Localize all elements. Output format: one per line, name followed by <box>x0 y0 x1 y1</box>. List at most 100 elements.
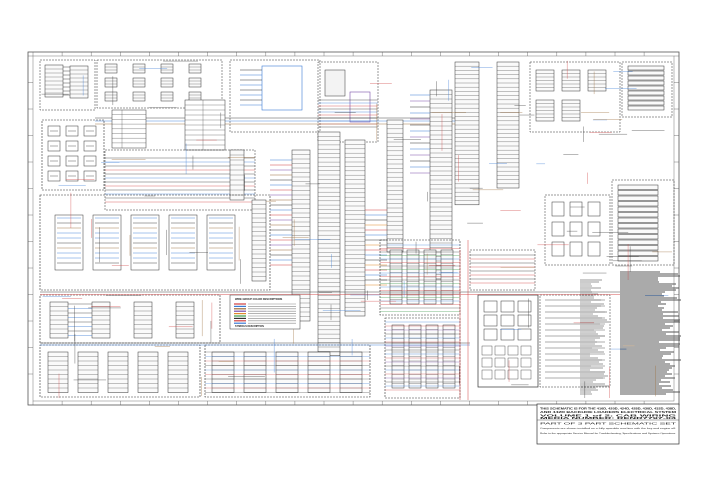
component-box <box>621 61 673 118</box>
connector-block <box>617 201 659 207</box>
symbol-table <box>111 109 147 149</box>
connector-block <box>617 228 659 234</box>
connector-block <box>132 91 146 102</box>
switch-component <box>569 201 583 217</box>
title-block-line4: MEDIA NUMBER: RENR7797-03 <box>540 417 679 420</box>
fuse-panel <box>41 119 105 191</box>
connector-block <box>617 190 659 196</box>
switch-component <box>349 91 371 123</box>
connector-block <box>627 85 665 91</box>
keypad-button <box>494 345 506 356</box>
keypad-button <box>494 369 506 380</box>
keypad-button <box>517 314 532 327</box>
keypad-button <box>517 328 532 341</box>
connector-block <box>627 70 665 76</box>
connector-block <box>617 245 659 251</box>
connector-block <box>107 351 129 393</box>
keypad-button <box>517 300 532 313</box>
switch-component <box>324 69 346 97</box>
switch-component <box>551 241 565 257</box>
switch-component <box>569 221 583 237</box>
switch-component <box>551 221 565 237</box>
component-box <box>539 294 611 388</box>
keypad-button <box>481 345 493 356</box>
keypad-button <box>494 357 506 368</box>
connector-block <box>627 105 665 111</box>
connector-block <box>77 351 99 393</box>
relay-module <box>261 65 303 111</box>
connector-block <box>617 206 659 212</box>
switch-component <box>587 241 601 257</box>
component-box <box>544 194 611 266</box>
module-box <box>206 214 236 271</box>
keypad-button <box>483 314 498 327</box>
keypad-button <box>500 300 515 313</box>
title-block-line3: VOLUME 1 of 2: CAB WIRING <box>540 414 679 418</box>
keypad-button <box>507 345 519 356</box>
keypad-button <box>507 369 519 380</box>
component-box <box>96 59 223 109</box>
switch-component <box>587 201 601 217</box>
wire-legend-title: WIRE GROUP COLOR DESCRIPTIONS <box>235 297 282 301</box>
connector-block <box>167 351 189 393</box>
connector-block <box>160 91 174 102</box>
keypad-button <box>481 369 493 380</box>
keypad-button <box>500 328 515 341</box>
connector-block <box>137 351 159 393</box>
connector-block <box>47 351 69 393</box>
connector-block <box>617 184 659 190</box>
wire-legend-subtitle: SYMBOLS DESCRIPTION <box>235 325 264 328</box>
title-block-line5: PART OF 3 PART SCHEMATIC SET <box>540 423 678 426</box>
title-block-line7: Refer to the appropriate Service Manual … <box>540 432 677 435</box>
connector-block <box>104 77 118 88</box>
module-box <box>130 214 160 271</box>
connector-block <box>104 91 118 102</box>
connector-block <box>617 195 659 201</box>
connector-block <box>339 351 363 393</box>
connector-block <box>211 351 235 393</box>
connector-block <box>307 351 331 393</box>
sheet-border <box>27 51 680 406</box>
connector-block <box>188 63 202 74</box>
component-box <box>469 249 536 291</box>
connector-block <box>617 256 659 262</box>
component-box <box>611 179 675 266</box>
keypad-button <box>520 369 532 380</box>
connector-block <box>627 100 665 106</box>
connector-block <box>627 95 665 101</box>
keypad-button <box>500 314 515 327</box>
keypad-button <box>507 357 519 368</box>
connector-block <box>243 351 267 393</box>
keypad-button <box>483 300 498 313</box>
connector-block <box>104 63 118 74</box>
connector-block <box>617 217 659 223</box>
switch-component <box>587 221 601 237</box>
sheet-inner-frame <box>32 55 675 402</box>
component-box <box>529 61 621 133</box>
title-block-line1: THIS SCHEMATIC IS FOR THE 416D, 420D, 42… <box>540 407 676 411</box>
keypad-button <box>520 357 532 368</box>
component-box <box>39 59 96 111</box>
connector-block <box>617 234 659 240</box>
connector-block <box>617 239 659 245</box>
connector-block <box>617 212 659 218</box>
connector-block <box>617 223 659 229</box>
connector-block <box>160 77 174 88</box>
keypad-button <box>520 345 532 356</box>
keypad-button <box>481 357 493 368</box>
connector-block <box>627 75 665 81</box>
connector-block <box>188 91 202 102</box>
component-box <box>39 194 271 291</box>
title-block-line2: AND 442D BACKHOE LOADERS ELECTRICAL SYST… <box>540 410 677 414</box>
module-box <box>92 214 122 271</box>
connector-block <box>627 80 665 86</box>
title-block <box>536 403 680 445</box>
switch-component <box>569 241 583 257</box>
connector-block <box>132 77 146 88</box>
connector-block <box>627 65 665 71</box>
switch-component <box>551 201 565 217</box>
connector-block <box>188 77 202 88</box>
component-box <box>104 149 256 211</box>
